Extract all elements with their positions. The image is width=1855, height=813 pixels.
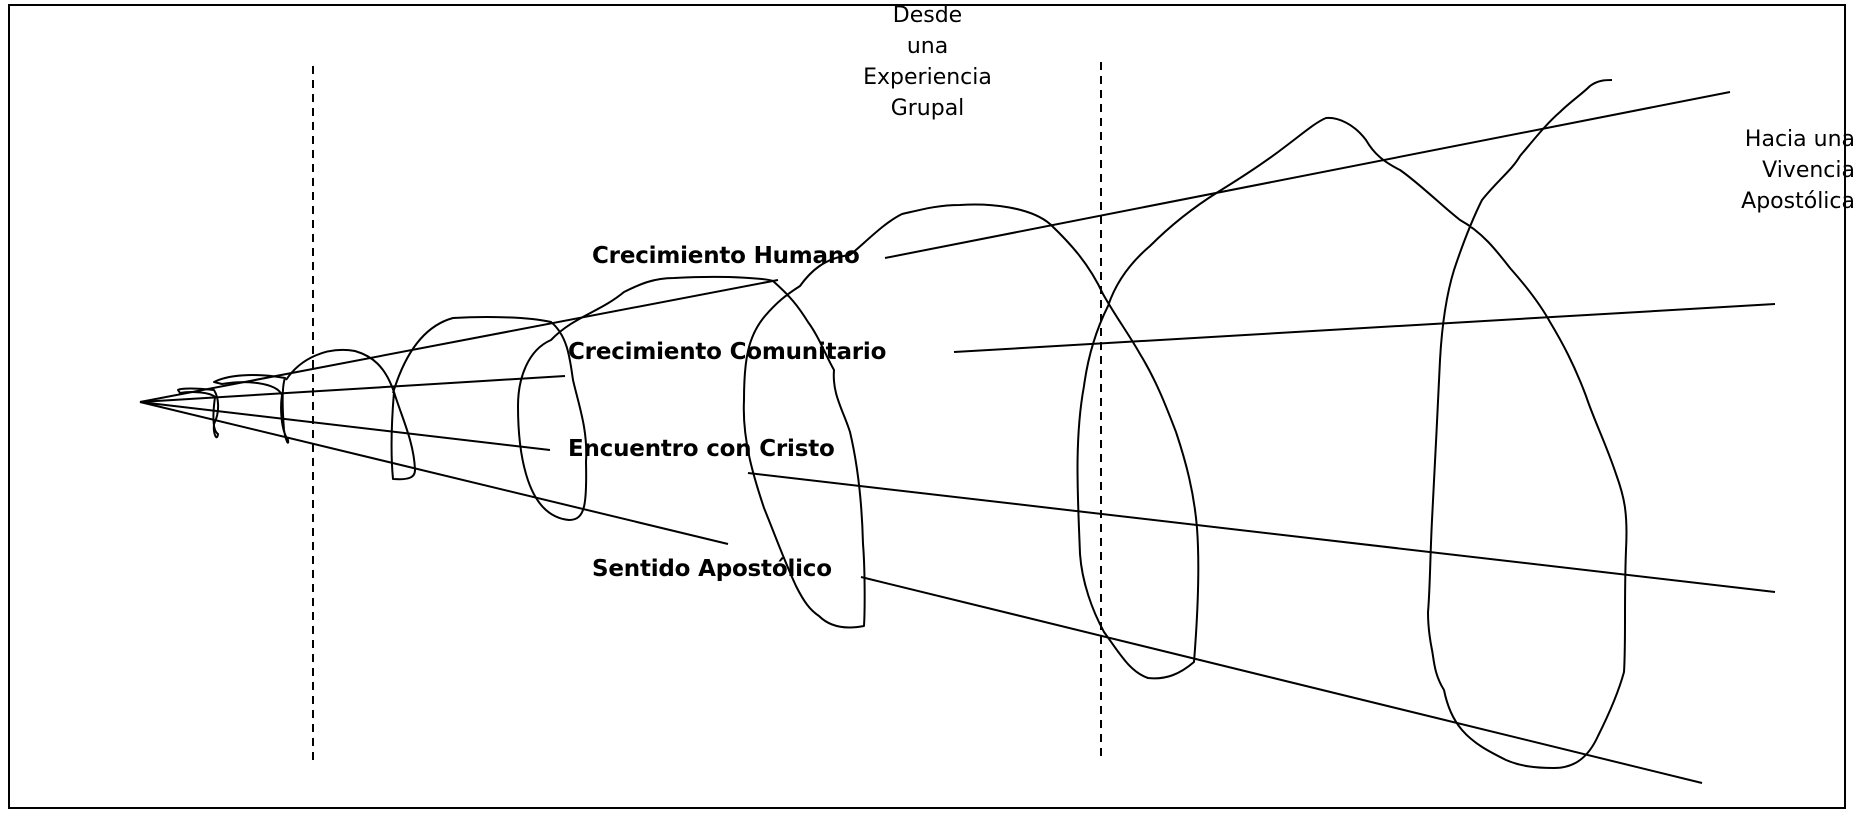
stage-label-crecimiento-comunitario: Crecimiento Comunitario	[568, 339, 886, 365]
stage-label-encuentro-con-cristo: Encuentro con Cristo	[568, 436, 835, 462]
growth-ring-4	[393, 80, 1627, 768]
stage-label-sentido-apostolico: Sentido Apostólico	[592, 556, 832, 582]
growth-ring-3	[286, 350, 415, 479]
left-ray-fan	[140, 280, 778, 544]
stage-label-crecimiento-humano: Crecimiento Humano	[592, 243, 860, 269]
